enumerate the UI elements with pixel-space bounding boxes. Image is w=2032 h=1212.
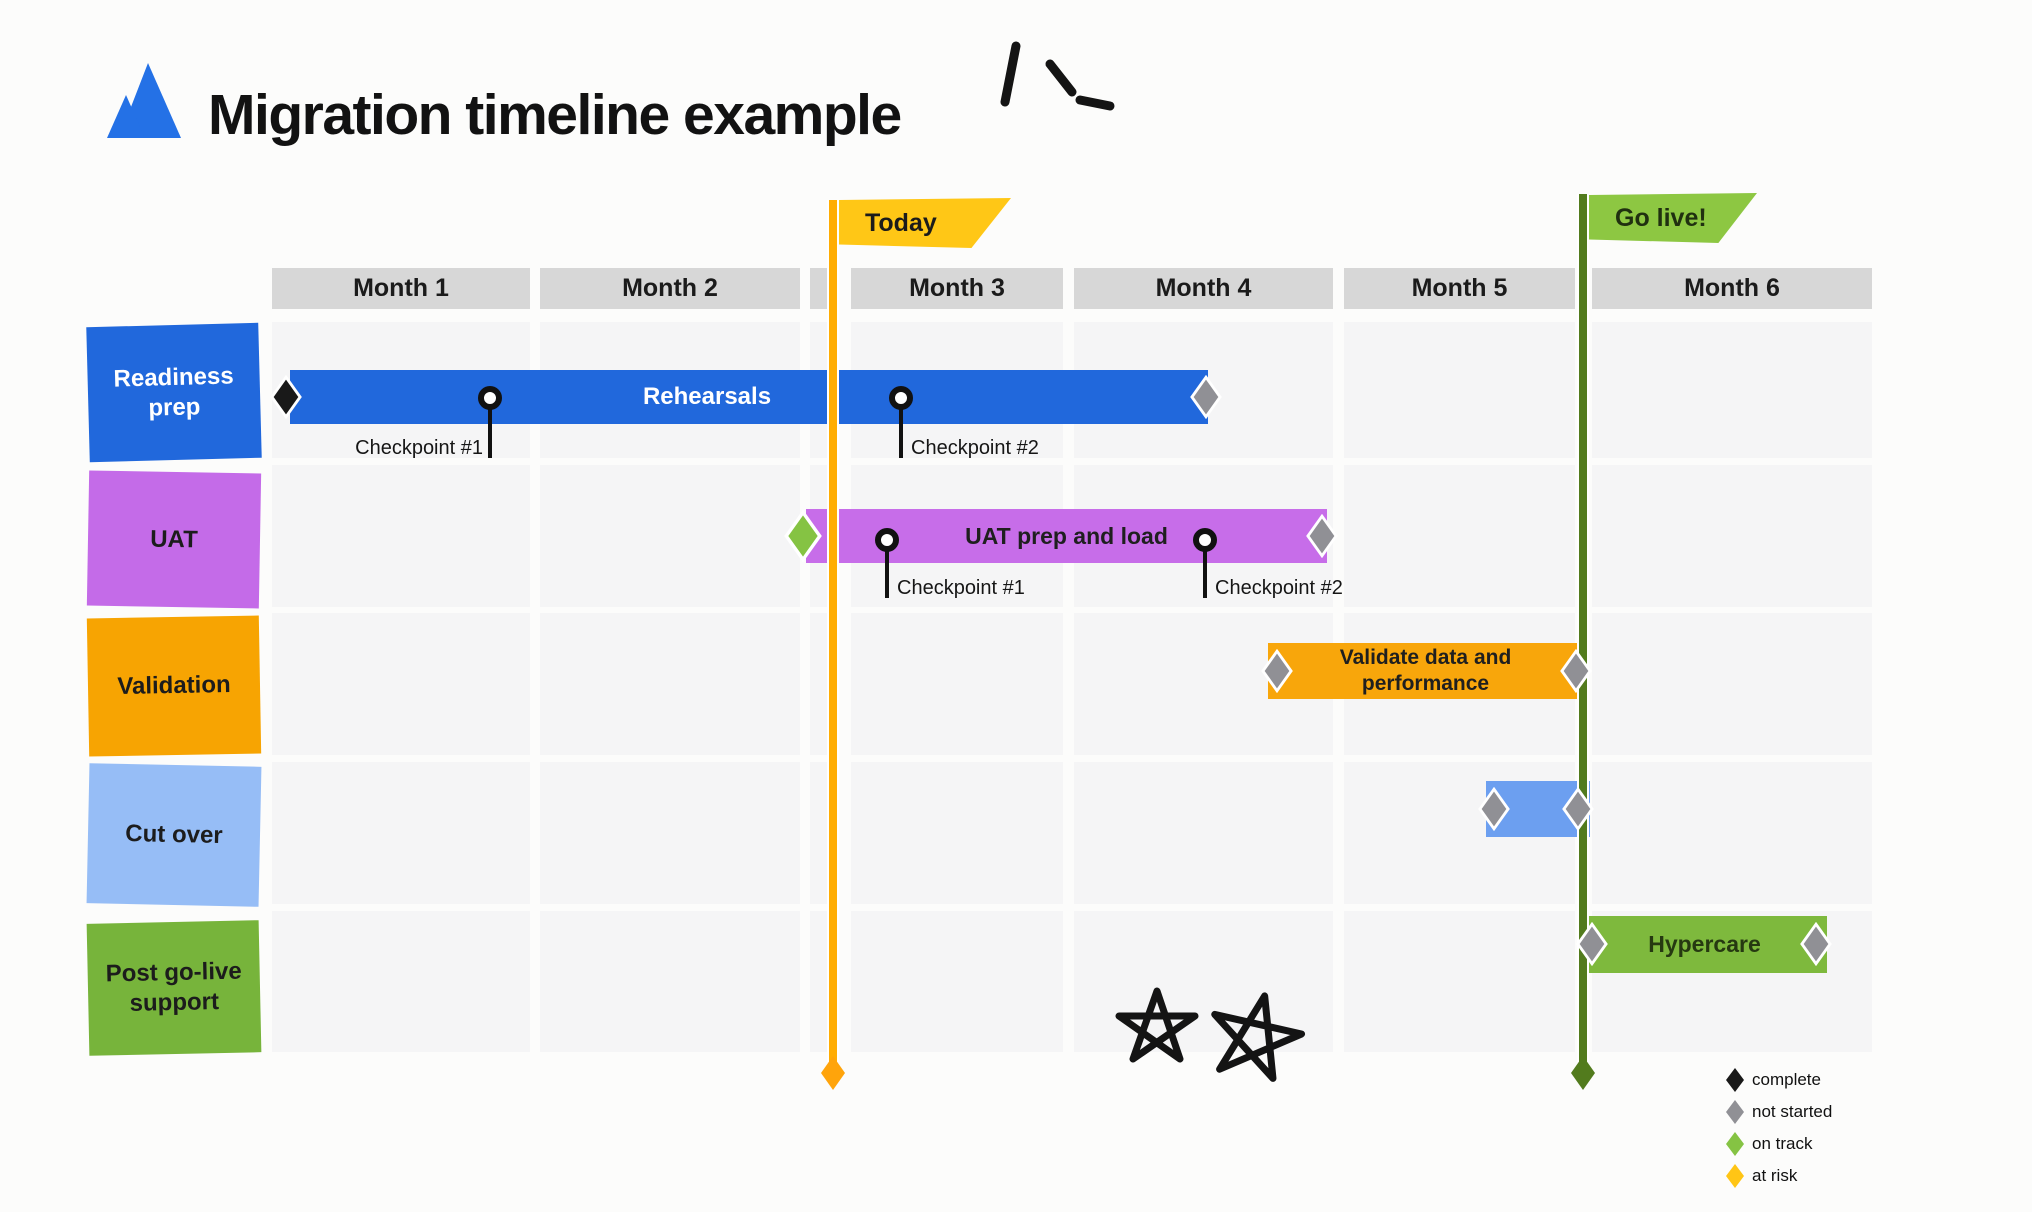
row-label-text: Cut over	[125, 819, 223, 850]
milestone-not-started-diamond-icon	[1800, 922, 1832, 966]
month-label: Month 4	[1155, 274, 1252, 302]
legend: complete not started on track at risk	[1725, 1064, 1832, 1192]
checkpoint-dot-icon	[875, 528, 899, 552]
checkpoint-label: Checkpoint #2	[911, 437, 1039, 459]
milestone-on-track-diamond-icon	[784, 509, 822, 563]
legend-item-complete: complete	[1725, 1064, 1832, 1096]
today-flag: Today	[839, 198, 1011, 248]
month-label: Month 6	[1684, 274, 1780, 302]
milestone-not-started-diamond-icon	[1560, 649, 1592, 693]
on-track-diamond-icon	[1726, 1132, 1744, 1156]
checkpoint-label: Checkpoint #1	[897, 577, 1025, 599]
milestone-not-started-diamond-icon	[1261, 649, 1293, 693]
month-header-3: Month 3	[851, 268, 1063, 309]
milestone-not-started-diamond-icon	[1576, 922, 1608, 966]
row-label-text: Readiness prep	[113, 361, 234, 422]
checkpoint-dot-icon	[889, 386, 913, 410]
legend-item-on-track: on track	[1725, 1128, 1832, 1160]
legend-item-not-started: not started	[1725, 1096, 1832, 1128]
star-doodles-icon	[1115, 987, 1306, 1082]
month-label: Month 3	[909, 274, 1005, 302]
row-label-uat: UAT	[86, 470, 262, 609]
today-flag-label: Today	[865, 208, 937, 237]
row-gap	[272, 458, 1872, 465]
today-line	[827, 200, 839, 1062]
atlassian-logo-icon	[107, 63, 181, 138]
legend-label: at risk	[1752, 1166, 1798, 1185]
month-header-1: Month 1	[272, 268, 530, 309]
today-line-end-diamond-icon	[820, 1055, 846, 1091]
go-live-line	[1577, 194, 1589, 1062]
complete-diamond-icon	[1726, 1068, 1744, 1092]
at-risk-diamond-icon	[1726, 1164, 1744, 1188]
row-label-text: Post go-live support	[105, 957, 242, 1017]
row-label-text: UAT	[149, 525, 199, 553]
not-started-diamond-icon	[1726, 1100, 1744, 1124]
bar-uat-prep-and-load: UAT prep and load	[806, 509, 1327, 563]
month-label: Month 5	[1411, 274, 1508, 302]
checkpoint-stem	[899, 398, 903, 458]
bar-label: UAT prep and load	[965, 522, 1168, 549]
milestone-not-started-diamond-icon	[1306, 514, 1338, 558]
checkpoint-stem	[488, 398, 492, 458]
grid-column-month3	[851, 322, 1063, 1052]
legend-item-at-risk: at risk	[1725, 1160, 1832, 1192]
row-label-post-go-live: Post go-live support	[86, 920, 262, 1056]
month-header-6: Month 6	[1592, 268, 1872, 309]
bar-label: Rehearsals	[642, 383, 772, 410]
grid-column-month2	[540, 322, 800, 1052]
go-live-flag-label: Go live!	[1615, 203, 1707, 232]
month-header-2: Month 2	[540, 268, 800, 309]
legend-label: not started	[1752, 1102, 1833, 1121]
milestone-not-started-diamond-icon	[1562, 787, 1594, 831]
go-live-flag: Go live!	[1589, 193, 1757, 243]
bar-rehearsals: Rehearsals	[290, 370, 1208, 424]
milestone-not-started-diamond-icon	[1190, 375, 1222, 419]
bar-label: Validate data and performance	[1339, 645, 1512, 695]
grid-column-stub	[810, 322, 829, 1052]
milestone-complete-diamond-icon	[270, 375, 302, 419]
sparkle-doodle-icon	[1000, 41, 1115, 111]
grid-column-month1	[272, 322, 530, 1052]
month-header-stub	[810, 268, 829, 309]
row-label-readiness-prep: Readiness prep	[86, 322, 262, 463]
row-gap	[272, 607, 1872, 613]
row-label-text: Validation	[117, 671, 231, 700]
bar-label: Hypercare	[1648, 931, 1761, 957]
bar-validate-data-performance: Validate data and performance	[1268, 643, 1583, 699]
legend-label: complete	[1752, 1070, 1821, 1089]
checkpoint-dot-icon	[478, 386, 502, 410]
month-header-4: Month 4	[1074, 268, 1333, 309]
milestone-not-started-diamond-icon	[1478, 787, 1510, 831]
bar-hypercare: Hypercare	[1582, 916, 1827, 973]
checkpoint-stem	[885, 540, 889, 598]
month-label: Month 1	[353, 274, 449, 302]
row-label-validation: Validation	[86, 615, 262, 757]
checkpoint-stem	[1203, 540, 1207, 598]
checkpoint-label: Checkpoint #1	[355, 437, 483, 459]
checkpoint-label: Checkpoint #2	[1215, 577, 1343, 599]
legend-label: on track	[1752, 1134, 1813, 1153]
row-label-cut-over: Cut over	[86, 763, 262, 907]
page-title: Migration timeline example	[208, 83, 902, 147]
row-gap	[272, 904, 1872, 911]
row-gap	[272, 755, 1872, 762]
checkpoint-dot-icon	[1193, 528, 1217, 552]
go-live-line-end-diamond-icon	[1570, 1055, 1596, 1091]
month-label: Month 2	[622, 274, 718, 302]
month-header-5: Month 5	[1344, 268, 1575, 309]
